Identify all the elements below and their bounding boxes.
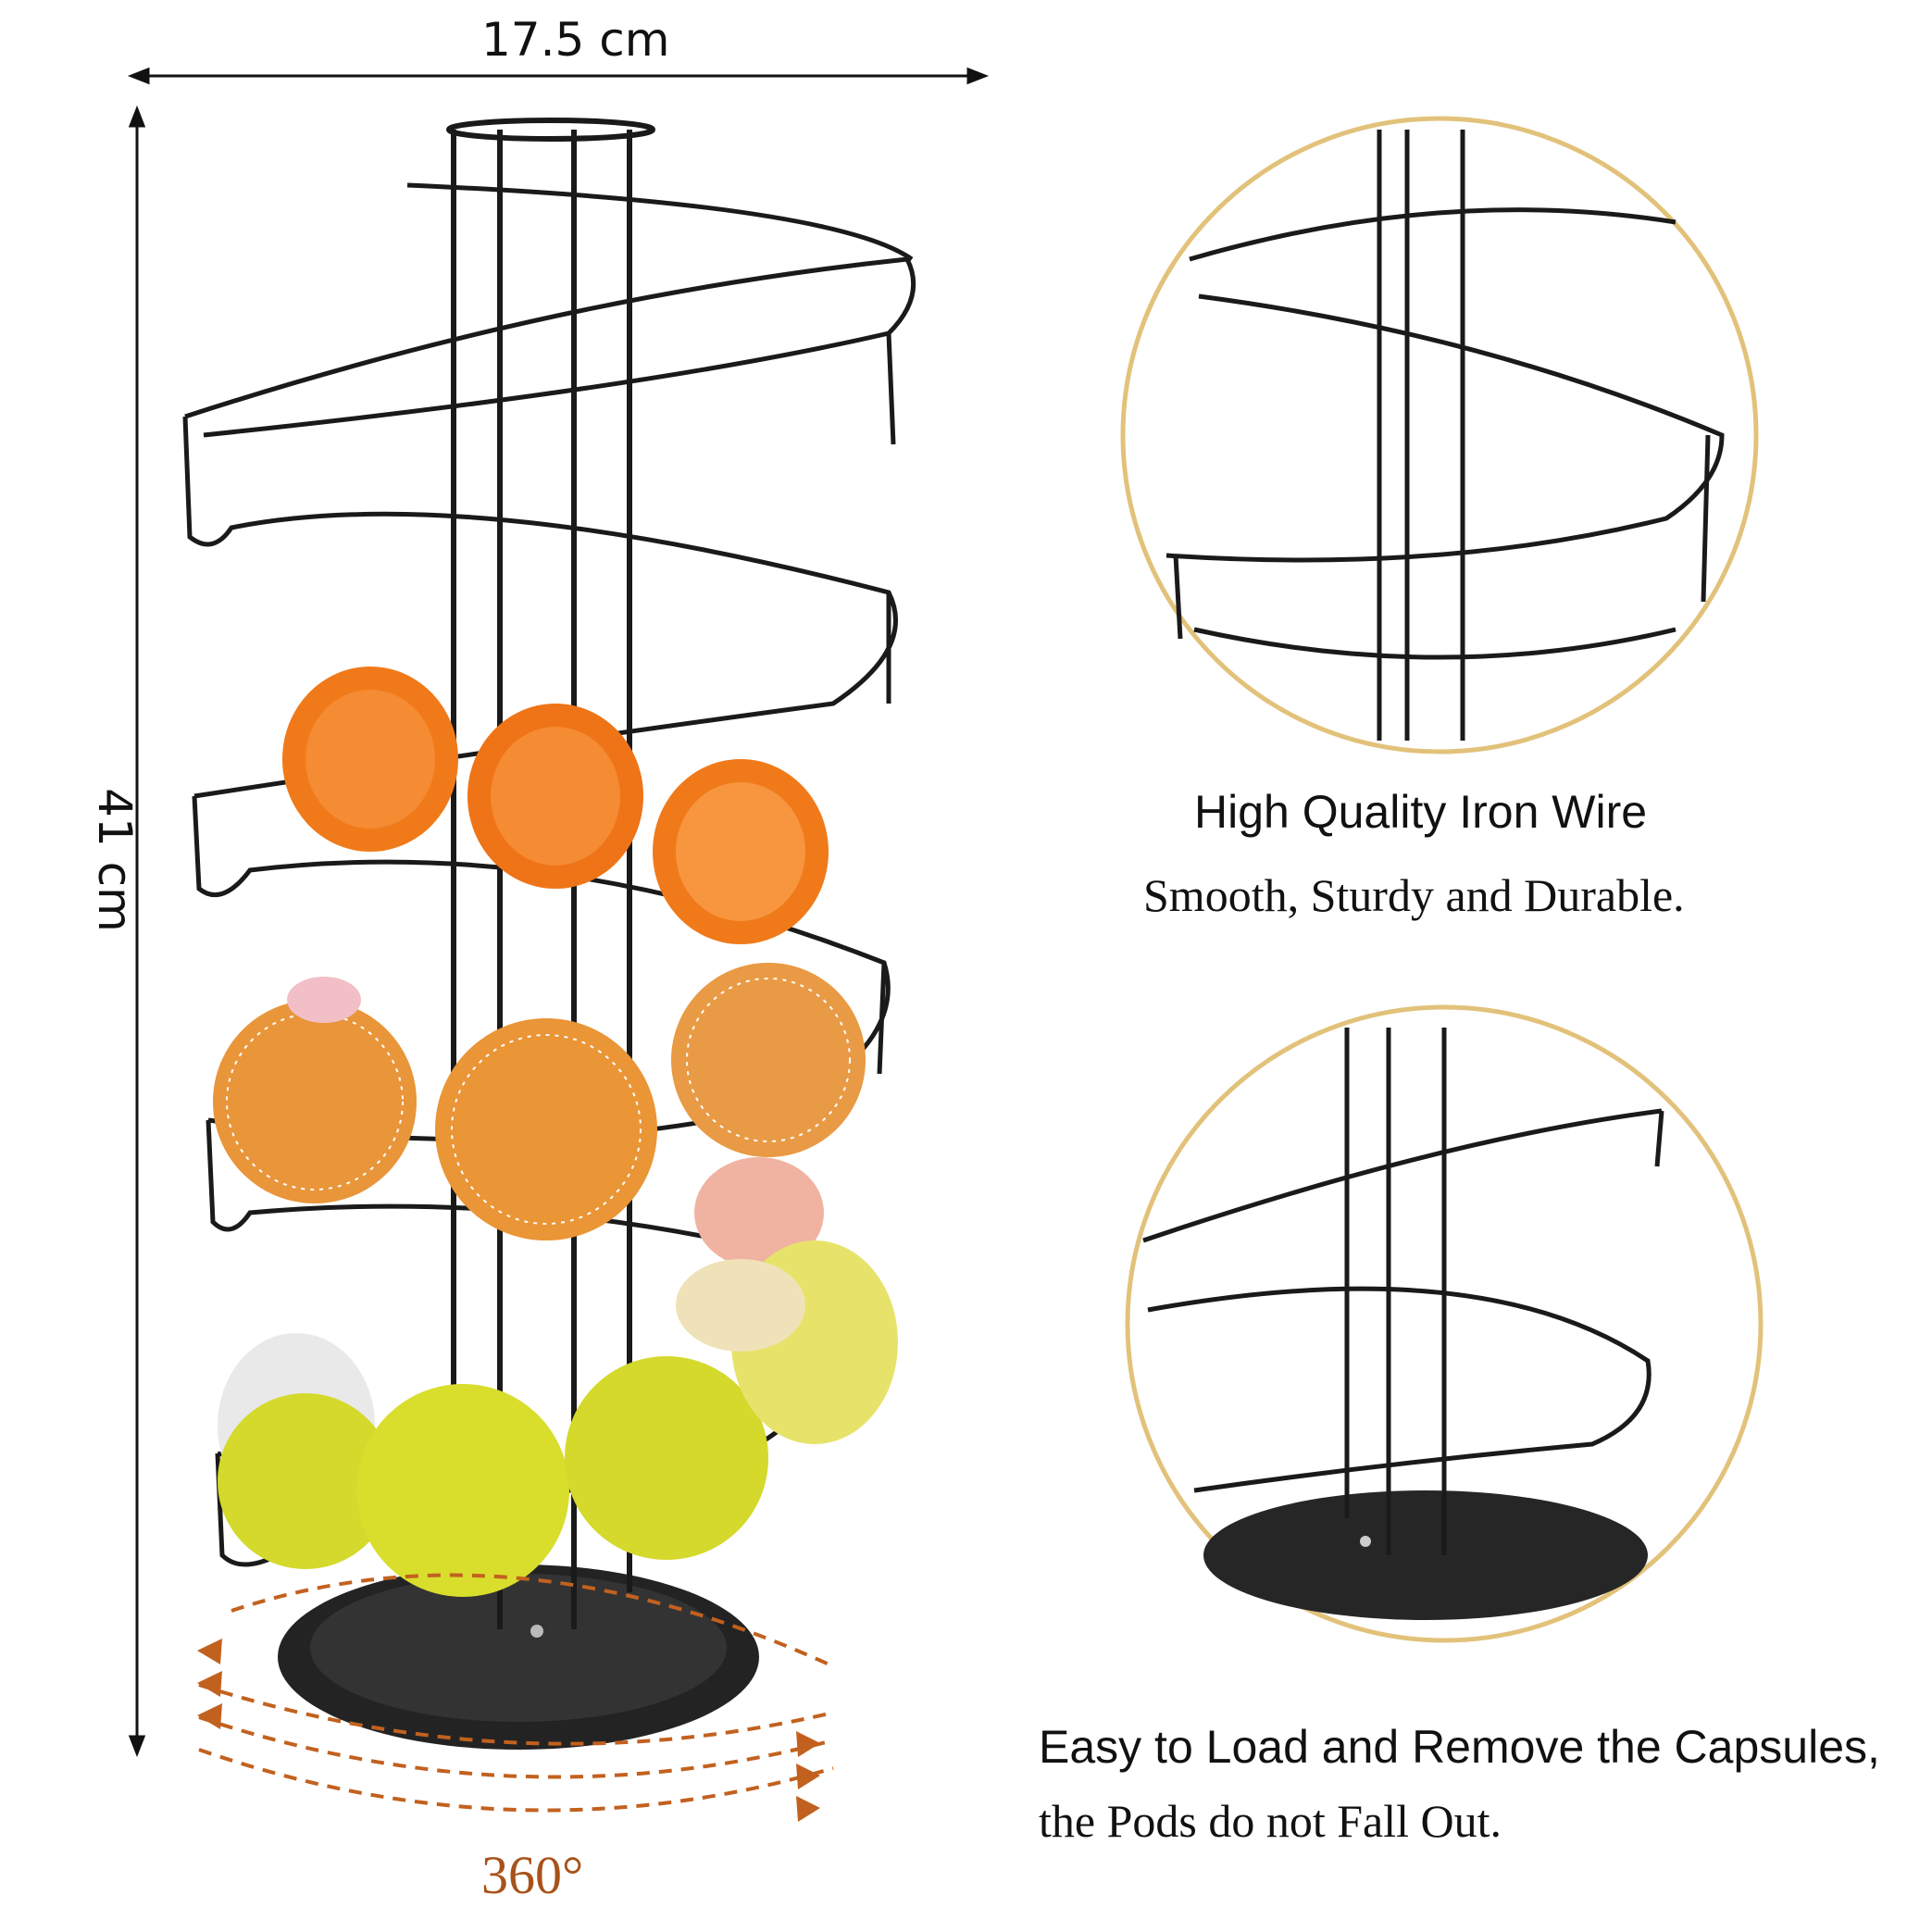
detail-circle-bottom: [1125, 1004, 1764, 1643]
green-pods: [218, 1240, 898, 1597]
height-label: 41 cm: [87, 788, 142, 932]
orange-pods: [282, 667, 829, 944]
feature-2-title: Easy to Load and Remove the Capsules,: [1039, 1721, 1880, 1773]
rack-base: [278, 1564, 759, 1750]
rotation-arrows: [198, 1573, 834, 1813]
feature-2-subtitle: the Pods do not Fall Out.: [1039, 1795, 1502, 1847]
width-label: 17.5 cm: [481, 13, 670, 67]
caramel-pods: [213, 963, 866, 1268]
height-dimension-line: [128, 105, 146, 1758]
feature-1-subtitle: Smooth, Sturdy and Durable.: [1143, 869, 1685, 921]
width-dimension-line: [127, 67, 990, 85]
feature-1-title: High Quality Iron Wire: [1194, 786, 1648, 838]
rotation-arrowheads: [197, 1639, 820, 1822]
detail-circle-top: [1120, 116, 1759, 754]
rotation-label: 360°: [481, 1845, 584, 1905]
